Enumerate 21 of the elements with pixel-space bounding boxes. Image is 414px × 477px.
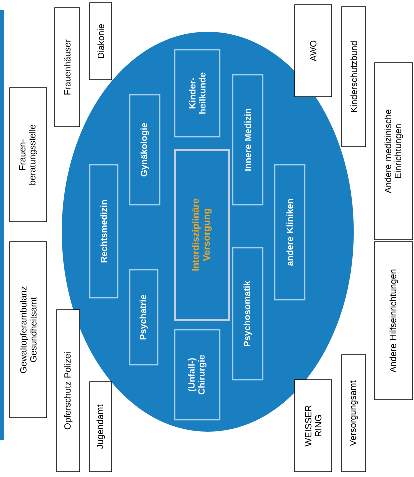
center-box: Interdisziplinäre Versorgung	[174, 149, 230, 321]
institution-box: Gewaltopferambulanz Gesundheitsamt	[10, 242, 48, 418]
specialty-box: Psychatrie	[129, 269, 159, 366]
specialty-box: Psychosomatik	[232, 247, 264, 381]
institution-box: Diakonie	[90, 2, 112, 80]
institution-box: Frauen- beratungsstelle	[10, 88, 48, 222]
institution-box: AWO	[294, 4, 332, 98]
specialty-box: andere Kliniken	[274, 164, 306, 301]
institution-box: Versorgungsamt	[342, 354, 366, 472]
institution-box: Andere Hilfseinrichtungen	[374, 242, 414, 400]
specialty-box: Kinder- heilkunde	[174, 49, 221, 138]
institution-box: Opferschutz Polizei	[56, 310, 80, 472]
institution-box: Kinderschutzbund	[342, 6, 366, 148]
institution-box: WEISSER RING	[294, 380, 332, 472]
institution-box: Jugendamt	[90, 382, 112, 472]
institution-box: Andere medizinische Einrichtungen	[374, 62, 414, 240]
specialty-box: Innere Medizin	[232, 74, 264, 206]
specialty-box: (Unfall-) Chirurgie	[174, 329, 221, 421]
specialty-box: Rechtsmedizin	[89, 164, 119, 299]
specialty-box: Gynäkologie	[129, 94, 161, 206]
institution-box: Frauenhäuser	[54, 8, 80, 128]
